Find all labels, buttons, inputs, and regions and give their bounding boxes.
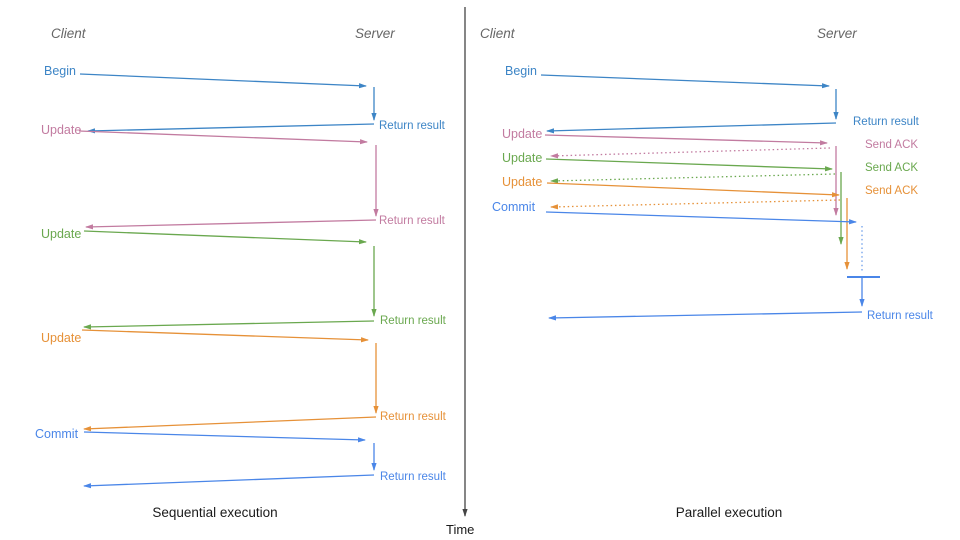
seq-begin-request-line <box>79 73 367 89</box>
seq-update1-request-line <box>78 130 368 145</box>
par-update2-request-line <box>545 158 833 172</box>
seq-update1-label: Update <box>41 123 81 137</box>
par-begin-label: Begin <box>505 64 537 78</box>
par-update2-ack-dotted-line <box>550 173 836 184</box>
seq-begin-label: Begin <box>44 64 76 78</box>
par-commit-request-line <box>545 211 857 225</box>
par-begin-return-label: Return result <box>853 116 920 128</box>
par-begin-request-line <box>540 74 830 89</box>
seq-update1-response-line <box>85 219 377 230</box>
seq-update2-return-label: Return result <box>380 315 447 327</box>
par-client-label: Client <box>480 26 516 41</box>
seq-update3-request-line <box>81 329 369 343</box>
par-update1-request-line <box>544 134 828 146</box>
par-update3-label: Update <box>502 175 542 189</box>
seq-server-label: Server <box>355 26 395 41</box>
par-commit-response-line <box>548 311 863 321</box>
seq-begin-response-line <box>87 123 375 134</box>
par-update2-ack-label: Send ACK <box>865 162 918 174</box>
seq-update1-return-label: Return result <box>379 215 446 227</box>
par-update3-ack-dotted-line <box>550 199 841 210</box>
par-commit-label: Commit <box>492 200 536 214</box>
seq-commit-request-line <box>83 431 366 443</box>
seq-update3-return-label: Return result <box>380 411 447 423</box>
par-update1-ack-label: Send ACK <box>865 139 918 151</box>
par-update3-request-line <box>546 182 840 198</box>
parallel-title: Parallel execution <box>676 505 783 520</box>
seq-update3-label: Update <box>41 331 81 345</box>
seq-commit-response-line <box>83 474 375 489</box>
sequential-diagram: Client Server Begin Return result Update… <box>35 26 447 520</box>
par-server-label: Server <box>817 26 857 41</box>
seq-begin-return-label: Return result <box>379 120 446 132</box>
par-update1-ack-dotted-line <box>550 147 831 159</box>
par-begin-response-line <box>546 122 837 134</box>
seq-update2-label: Update <box>41 227 81 241</box>
parallel-diagram: Client Server Begin Return result Update… <box>480 26 934 520</box>
time-axis-label: Time <box>446 522 474 537</box>
par-update2-label: Update <box>502 151 542 165</box>
seq-commit-label: Commit <box>35 427 79 441</box>
seq-update3-response-line <box>83 416 377 432</box>
seq-commit-return-label: Return result <box>380 471 447 483</box>
par-update3-ack-label: Send ACK <box>865 185 918 197</box>
time-axis: Time <box>446 7 474 537</box>
seq-update2-request-line <box>83 230 367 245</box>
par-update1-label: Update <box>502 127 542 141</box>
seq-update2-response-line <box>83 320 375 330</box>
seq-client-label: Client <box>51 26 87 41</box>
par-commit-return-label: Return result <box>867 310 934 322</box>
sequential-title: Sequential execution <box>152 505 277 520</box>
